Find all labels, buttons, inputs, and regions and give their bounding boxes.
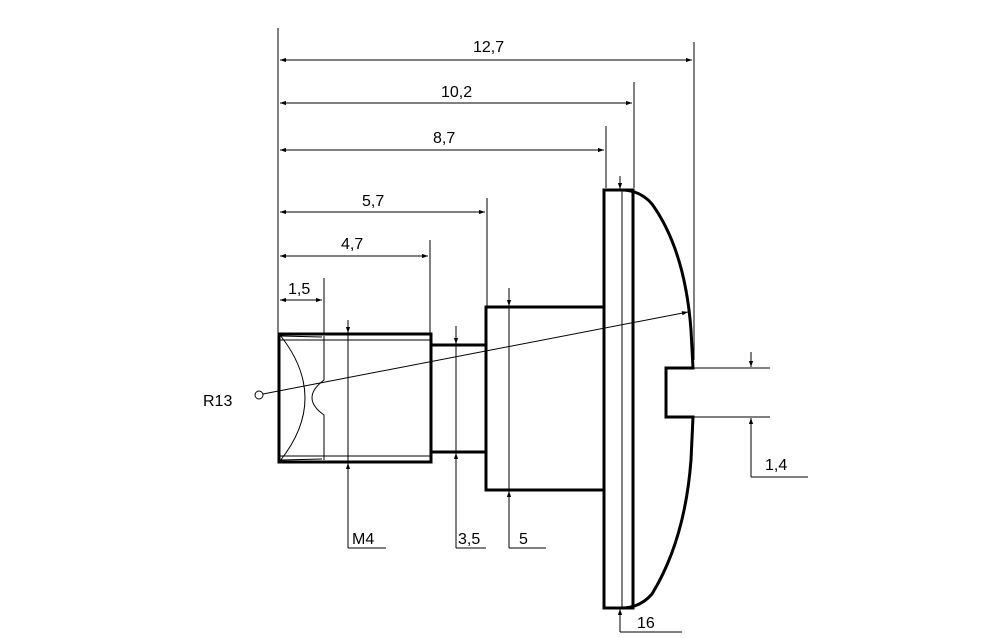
- part-outline: [277, 188, 695, 610]
- flange-section: [602, 188, 635, 610]
- radius-dimension: [254, 311, 689, 400]
- inner-lines: [279, 190, 623, 608]
- label-slot-width: 1,4: [765, 457, 787, 474]
- radius-center: [254, 390, 264, 400]
- label-thread: M4: [352, 531, 374, 548]
- extension-lines: [277, 28, 695, 360]
- label-flange-front: 8,7: [433, 130, 455, 147]
- label-flange-back: 10,2: [441, 84, 472, 101]
- label-head-diameter: 16: [637, 615, 655, 632]
- label-overall-length: 12,7: [473, 39, 504, 56]
- label-radius: R13: [203, 393, 232, 410]
- label-chamfer: 1,5: [288, 281, 310, 298]
- collar-section: [484, 305, 606, 492]
- radius-line: [262, 311, 689, 395]
- label-collar-end: 5,7: [362, 193, 384, 210]
- label-thread-end: 4,7: [341, 236, 363, 253]
- neck-section: [429, 343, 488, 454]
- label-collar-diameter: 5: [519, 531, 528, 548]
- thread-section: [277, 332, 433, 464]
- dimension-labels: 12,7 10,2 8,7 5,7 4,7 1,5 R13 M4 3,5 5 1…: [203, 39, 787, 632]
- label-neck-diameter: 3,5: [458, 531, 480, 548]
- diameter-dimensions: [345, 176, 808, 633]
- horizontal-dimensions: [280, 57, 692, 303]
- dome-head: [620, 188, 695, 610]
